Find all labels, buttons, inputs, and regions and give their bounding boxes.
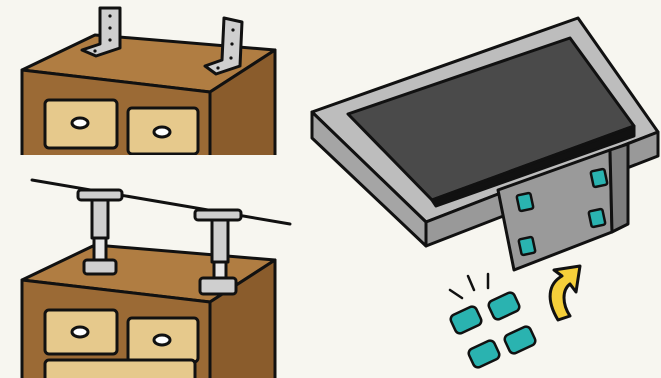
- tv-stand-side: [610, 144, 628, 232]
- tv-with-anti-slip-pads-illustration: [300, 0, 661, 378]
- stand-pad-2: [590, 169, 607, 188]
- curved-arrow-icon: [550, 266, 580, 320]
- tension-rod-left-base: [84, 260, 116, 274]
- dresser-with-tension-rods-illustration: [0, 160, 300, 378]
- ceiling-line: [32, 180, 290, 224]
- anti-slip-pad-3: [467, 339, 501, 369]
- stand-pad-4: [588, 209, 605, 228]
- panel-tv-anti-slip-pads: [300, 0, 661, 378]
- drawer-lower: [45, 360, 195, 378]
- tension-rod-right-upper: [212, 220, 228, 262]
- tension-rod-right-lower: [214, 262, 226, 278]
- stand-pad-1: [516, 193, 533, 212]
- drawer-knob-right: [154, 335, 170, 345]
- drawer-knob-right: [154, 127, 170, 137]
- anti-slip-pad-1: [449, 305, 483, 335]
- dresser-with-brackets-illustration: [0, 0, 300, 155]
- tension-rod-left-upper: [92, 200, 108, 238]
- drawer-knob-left: [72, 327, 88, 337]
- anti-slip-pad-2: [487, 291, 521, 321]
- drawer-knob-left: [72, 118, 88, 128]
- l-bracket-left: [82, 8, 120, 56]
- panel-dresser-tension-rods: [0, 160, 300, 378]
- panel-dresser-brackets: [0, 0, 300, 155]
- tension-rod-right-base: [200, 278, 236, 294]
- anti-slip-pad-4: [503, 325, 537, 355]
- tension-rod-left-lower: [94, 238, 106, 260]
- motion-lines: [450, 274, 488, 298]
- stand-pad-3: [518, 237, 535, 256]
